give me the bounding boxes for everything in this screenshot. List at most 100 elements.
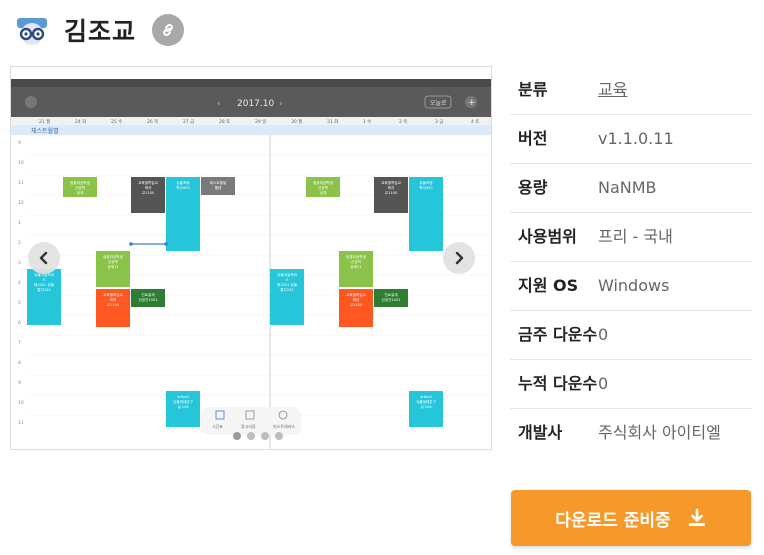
svg-text:육자: 육자 [353,297,360,302]
info-label: 지원 OS [518,276,579,295]
info-label: 분류 [518,80,548,99]
svg-text:컴퓨터공학생: 컴퓨터공학생 [313,180,333,185]
screenshot-hour-label: 3 [18,260,21,266]
svg-text:공재: 공재 [77,190,84,195]
screenshot-hour-label: 11 [18,420,24,426]
app-info-table: 분류 교육 버전 v1.1.0.11 용량 NaNMB 사용범위 프리 - 국내… [510,66,752,457]
svg-text:산공관1001: 산공관1001 [381,297,400,302]
screenshot-nav-2: 알고리즘 [241,423,256,429]
screenshot-day-label: 26 목 [147,119,158,125]
screenshot-hour-label: 4 [18,280,21,286]
svg-text:공재11: 공재11 [107,264,118,269]
svg-text:실 104: 실 104 [420,404,432,409]
carousel-dot[interactable] [247,432,255,440]
screenshot-day-label: 31 화 [327,119,338,125]
svg-text:해1001 유물: 해1001 유물 [34,282,55,287]
svg-text:유물포럼: 유물포럼 [419,180,432,185]
svg-text:공재11: 공재11 [350,264,361,269]
category-link[interactable]: 교육 [598,80,628,99]
svg-text:artbell: artbell [177,395,189,399]
info-row-total-downloads: 누적 다운수 0 [510,360,752,409]
app-logo-icon [17,18,47,45]
chevron-left-icon [39,251,48,265]
info-row-size: 용량 NaNMB [510,164,752,213]
svg-text:진로설계: 진로설계 [384,292,397,297]
svg-text:컴퓨터공학생: 컴퓨터공학생 [346,254,366,259]
svg-text:유물과실적비: 유물과실적비 [34,272,54,277]
screenshot-hour-label: 5 [18,300,21,306]
svg-text:진로설계: 진로설계 [141,292,154,297]
screenshot-today-btn: 오늘로 [430,100,447,107]
svg-text:유물생태분구: 유물생태분구 [173,399,194,404]
chevron-right-icon [455,251,464,265]
svg-text:통지132: 통지132 [37,287,50,292]
next-screenshot-button[interactable] [443,242,475,274]
screenshot-day-label: 25 수 [111,119,122,125]
svg-text:실 104: 실 104 [177,404,189,409]
screenshot-hour-label: 8 [18,360,21,366]
screenshot-day-label: 21 월 [39,118,50,125]
screenshot-hour-label: 11 [18,180,24,186]
prev-screenshot-button[interactable] [28,242,60,274]
svg-text:스: 스 [42,278,46,282]
screenshot-hour-label: 7 [18,340,21,346]
download-icon [688,508,705,526]
carousel-dot[interactable] [275,432,283,440]
carousel-dots [233,432,283,440]
screenshot-hour-label: 1 [18,220,21,226]
info-row-weekly-downloads: 금주 다운수 0 [510,311,752,360]
svg-text:해1001 유물: 해1001 유물 [277,282,298,287]
svg-text:육자: 육자 [110,297,117,302]
svg-text:산공학: 산공학 [75,185,86,190]
screenshot-hour-label: 10 [18,160,24,166]
screenshot-day-label: 3 금 [435,119,443,125]
screenshot-day-label: 24 화 [75,119,86,125]
download-button-label: 다운로드 준비중 [555,510,671,531]
info-label: 사용범위 [518,227,577,246]
svg-text:공재: 공재 [320,190,327,195]
screenshot-day-label: 30 월 [291,118,302,125]
svg-text:산공관1001: 산공관1001 [138,297,157,302]
info-value: NaNMB [598,178,657,197]
carousel-dot[interactable] [261,432,269,440]
info-row-os: 지원 OS Windows [510,262,752,311]
share-link-button[interactable] [152,14,185,46]
screenshot-hour-label: 9 [18,140,21,146]
svg-text:산공학: 산공학 [318,185,329,190]
info-value: 주식회사 아이티엘 [598,423,721,442]
svg-text:교1100: 교1100 [350,303,363,307]
svg-text:산공학: 산공학 [108,259,119,264]
carousel-dot[interactable] [233,432,241,440]
screenshot-hour-label: 12 [18,200,24,206]
screenshot-hour-label: 2 [18,240,21,246]
app-title: 김조교 [64,17,137,46]
svg-text:유물포럼: 유물포럼 [176,180,189,185]
svg-text:교1100: 교1100 [107,303,120,307]
svg-text:교육철학입교: 교육철학입교 [138,180,159,185]
svg-text:육자: 육자 [145,185,152,190]
info-value: Windows [598,276,670,295]
screenshot-day-label: 4 토 [471,119,479,125]
svg-text:교육철학입교: 교육철학입교 [346,292,367,297]
screenshot-day-label: 28 토 [219,119,230,125]
info-row-category: 분류 교육 [510,66,752,115]
screenshot-day-label: 27 금 [183,119,194,125]
svg-text:컴퓨터공학생: 컴퓨터공학생 [103,254,123,259]
download-button[interactable]: 다운로드 준비중 [511,490,751,546]
link-icon [163,24,173,36]
svg-text:테스트할일: 테스트할일 [210,180,227,185]
app-header: 김조교 [14,10,185,50]
svg-text:교1100: 교1100 [385,191,398,195]
svg-text:학사453: 학사453 [419,185,432,190]
